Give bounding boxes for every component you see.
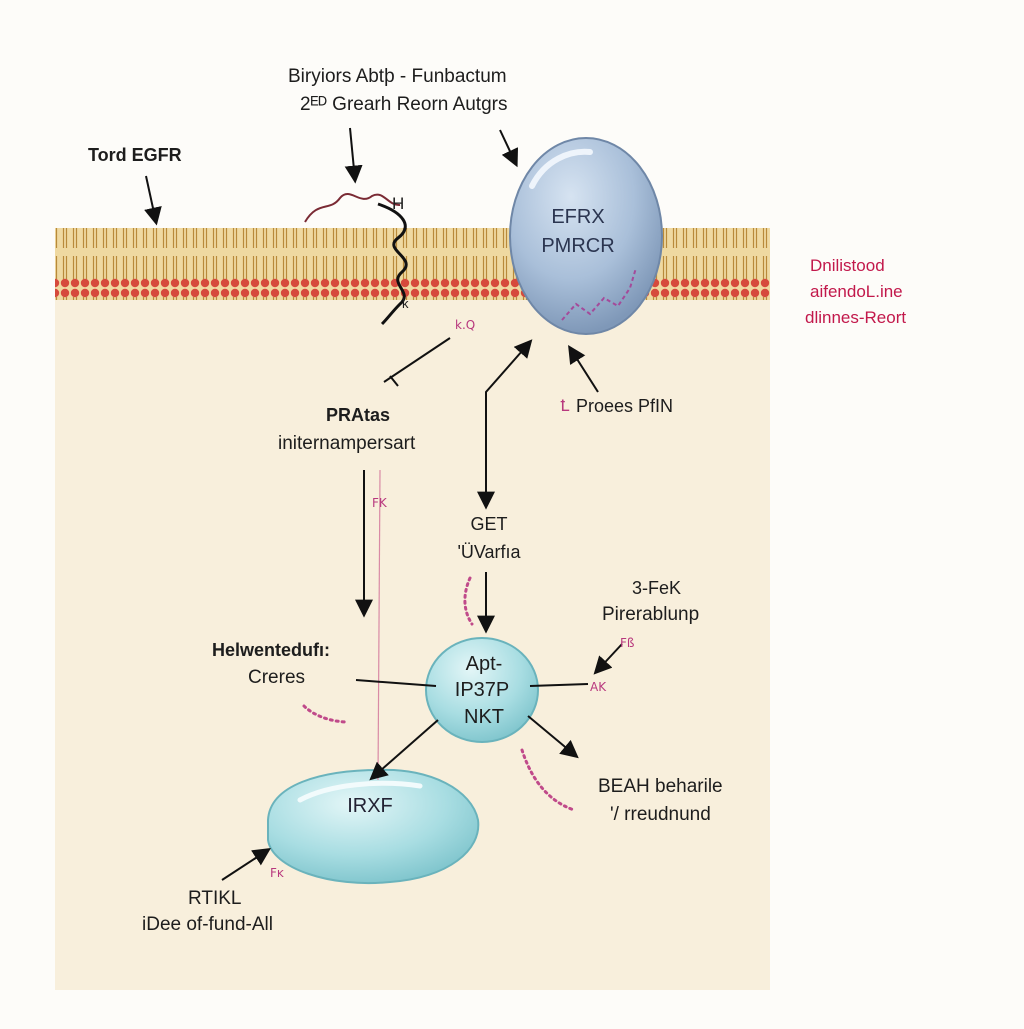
h-mark: H — [392, 194, 405, 213]
small-mark-5: Fĸ — [270, 866, 284, 880]
small-mark-1: k.Q — [455, 318, 476, 332]
akt-node — [425, 637, 539, 743]
akt-label-line-2: IP37P — [454, 679, 510, 701]
small-mark-4: AK — [590, 680, 607, 694]
akt-label-line-1: Apt- — [465, 653, 503, 675]
irxf-highlight — [297, 780, 423, 803]
tord-egfr-label: Tord EGFR — [88, 145, 182, 165]
small-mark-3: Fß — [620, 636, 635, 650]
receptor-label-line-2: PMRCR — [541, 235, 615, 257]
proees-label: Proees PfIN — [576, 396, 674, 416]
arrow-get-receptor — [477, 339, 533, 510]
receptor-highlight — [529, 148, 593, 189]
line-fek-akt — [529, 683, 589, 687]
pratas-label-line-1: PRAtas — [326, 405, 391, 425]
ligand-strand — [304, 193, 401, 223]
pratas-label-line-2: initernampersart — [278, 433, 416, 454]
beah-label-line-1: BEAH beharile — [598, 776, 723, 797]
arrow-tord-egfr — [144, 175, 162, 226]
arrow-proees — [568, 344, 599, 393]
transmembrane-helix — [377, 202, 408, 326]
akt-label-line-3: NKT — [464, 706, 504, 728]
dotted-mark-2 — [302, 704, 350, 724]
irxf-label: IRXF — [347, 795, 393, 817]
dotted-mark-1 — [463, 576, 474, 626]
arrow-akt-irxf — [369, 719, 439, 781]
line-helwent-akt — [355, 679, 437, 687]
receptor-label-line-1: EFRX — [551, 206, 605, 228]
k-mark: k — [402, 296, 409, 311]
helwent-label-line-2: Creres — [248, 667, 306, 688]
arrow-kq-diagonal — [383, 337, 451, 383]
receptor-markings — [561, 267, 637, 321]
guide-line — [377, 469, 381, 781]
proees-prefix-mark: Ꝉ — [560, 396, 570, 415]
side-note-line-3: dlinnes-Reort — [805, 308, 907, 327]
beah-label-line-2: '/ rreudnund — [610, 804, 711, 825]
arrow-title-left — [344, 127, 363, 184]
side-note-line-2: aifendoL.ine — [810, 282, 903, 301]
irxf-node — [267, 768, 480, 884]
rtikl-label-line-2: iDee of-fund-All — [142, 914, 273, 935]
side-note-line-1: Dnilistood — [810, 256, 885, 275]
title-line-2: 2ᴱᴰ Grearh Reorn Autgrs — [300, 94, 508, 115]
cytoplasm-region — [55, 270, 770, 990]
dotted-mark-3 — [520, 748, 576, 812]
fek-label-line-2: Pirerablunp — [602, 604, 700, 625]
arrow-title-right — [499, 129, 519, 168]
title-line-1: Biryiors Abtþ - Funbactum — [288, 66, 507, 87]
receptor-protein — [509, 137, 663, 335]
get-label-line-2: 'ÜVarfıa — [457, 542, 521, 562]
arrow-rtikl-irxf — [221, 848, 272, 881]
arrow-kq-tick — [389, 375, 399, 387]
rtikl-label-line-1: RTIKL — [188, 888, 242, 909]
arrow-fek-akt — [593, 643, 623, 675]
small-mark-2: FK — [372, 496, 387, 510]
fek-label-line-1: 3-FeK — [632, 578, 682, 598]
arrow-akt-beah — [527, 715, 579, 759]
get-label-line-1: GET — [470, 514, 508, 534]
helwent-label-line-1: Helwentedufı: — [212, 640, 331, 660]
